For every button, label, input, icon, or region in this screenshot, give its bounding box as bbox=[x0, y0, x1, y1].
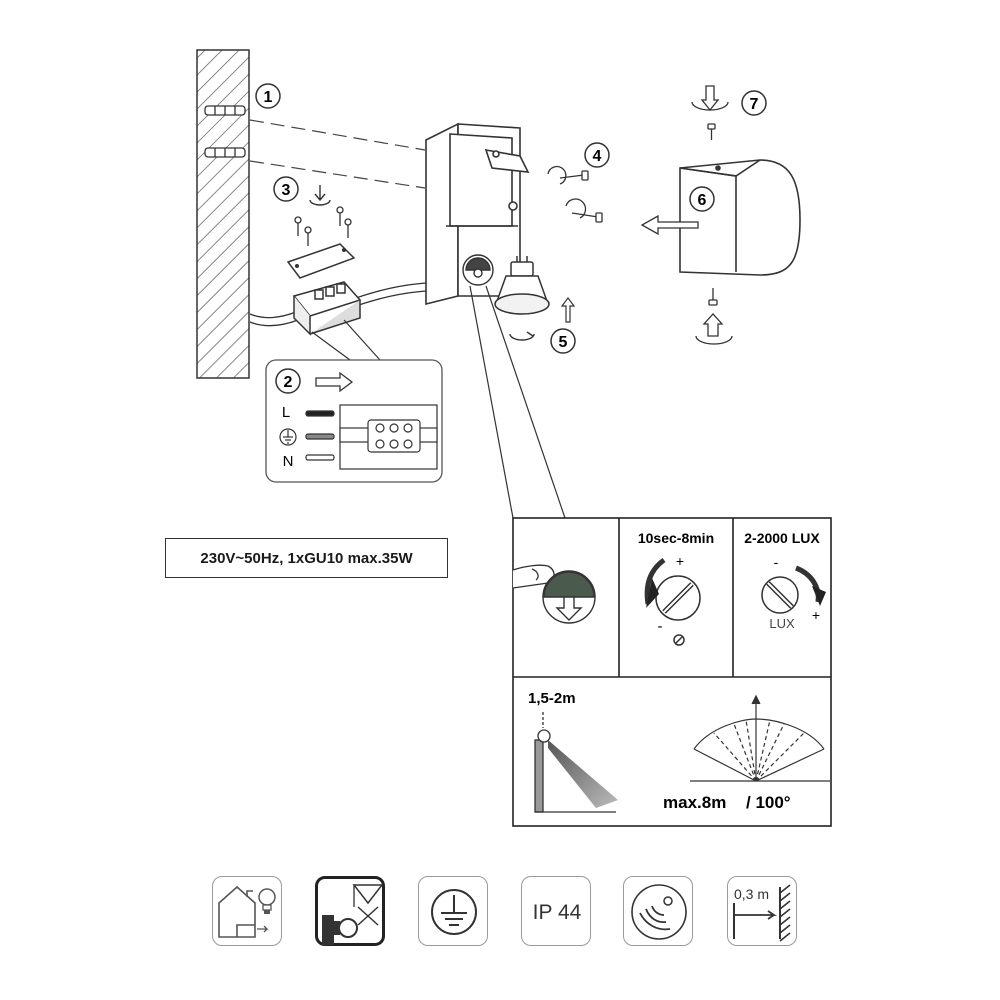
step-2-label: 2 bbox=[284, 374, 293, 391]
step-7-marker: 7 bbox=[741, 90, 767, 116]
ip-rating-label: IP 44 bbox=[533, 901, 582, 924]
junction-box bbox=[292, 281, 362, 336]
no-direct-light-icon bbox=[315, 876, 385, 946]
time-dial-icon bbox=[644, 557, 701, 646]
ground-symbol-icon bbox=[418, 876, 488, 946]
lamp-cover bbox=[679, 159, 801, 276]
wall bbox=[196, 49, 250, 379]
time-minus-label: - bbox=[658, 618, 663, 635]
arrow-up-icon bbox=[560, 297, 576, 323]
step-6-label: 6 bbox=[698, 192, 707, 209]
cable bbox=[249, 282, 427, 327]
wiring-detail: 2 L N bbox=[265, 359, 443, 483]
terminal-block bbox=[339, 404, 438, 470]
time-setting-label: 10sec-8min bbox=[638, 530, 714, 546]
lux-setting-label: 2-2000 LUX bbox=[744, 530, 820, 546]
lux-dial-icon bbox=[761, 565, 826, 614]
sensor-lens-icon bbox=[542, 570, 596, 624]
outdoor-lamp-icon bbox=[212, 876, 282, 946]
detection-range-icon bbox=[690, 694, 830, 782]
lux-plus-label: + bbox=[812, 607, 820, 623]
gu10-bulb bbox=[494, 256, 550, 315]
pir-sensor bbox=[462, 254, 494, 286]
step-6-marker: 6 bbox=[689, 186, 715, 212]
sensor-zoom-lines bbox=[469, 285, 566, 519]
lux-minus-label: - bbox=[774, 554, 779, 570]
lux-dial-label: LUX bbox=[769, 616, 795, 631]
spec-label: 230V~50Hz, 1xGU10 max.35W bbox=[165, 538, 448, 578]
mount-height-icon bbox=[534, 712, 618, 813]
arrow-left-icon bbox=[640, 214, 699, 236]
lamp-base-housing bbox=[425, 122, 530, 306]
neutral-wire-label: N bbox=[283, 453, 294, 470]
bottom-screw-group bbox=[695, 288, 733, 345]
min-distance-label: 0,3 m bbox=[734, 886, 769, 902]
ip-rating-icon: IP 44 bbox=[521, 876, 591, 946]
detection-angle-label: / 100° bbox=[746, 793, 791, 812]
detection-range-label: max.8m bbox=[663, 793, 726, 812]
wire-leads bbox=[305, 410, 335, 461]
bulb-rotate-icon bbox=[509, 331, 535, 341]
top-screw-group bbox=[691, 85, 729, 140]
step-5-marker: 5 bbox=[550, 328, 576, 354]
rotate-arrow-icon bbox=[309, 185, 331, 206]
live-wire-label: L bbox=[282, 404, 290, 421]
wall-anchors bbox=[204, 105, 246, 158]
mount-height-label: 1,5-2m bbox=[528, 690, 576, 707]
lid-screws bbox=[294, 206, 352, 246]
step-1-label: 1 bbox=[264, 89, 273, 106]
step-3-label: 3 bbox=[282, 182, 291, 199]
junction-lid bbox=[286, 243, 356, 279]
arrow-right-icon bbox=[315, 371, 354, 393]
alignment-lines bbox=[249, 119, 426, 189]
mount-screws bbox=[547, 165, 603, 223]
earth-icon bbox=[279, 428, 297, 446]
step-4-label: 4 bbox=[593, 148, 602, 165]
step-3-marker: 3 bbox=[273, 176, 299, 202]
motion-sensor-icon bbox=[623, 876, 693, 946]
time-plus-label: + bbox=[676, 553, 684, 569]
symbol-row: IP 44 0,3 m bbox=[0, 876, 1000, 948]
step-4-marker: 4 bbox=[584, 142, 610, 168]
step-1-marker: 1 bbox=[255, 83, 281, 109]
step-7-label: 7 bbox=[750, 96, 759, 113]
sensor-settings-panel: 10sec-8min + - 2-2000 LUX - + LUX 1,5-2m bbox=[512, 517, 832, 827]
zoom-lines bbox=[311, 319, 381, 361]
min-distance-icon: 0,3 m bbox=[727, 876, 797, 946]
step-5-label: 5 bbox=[559, 334, 568, 351]
